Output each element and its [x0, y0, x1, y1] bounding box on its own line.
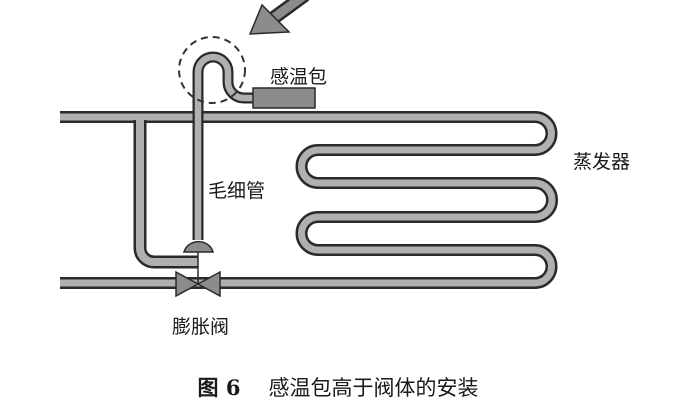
figure-caption: 图 6 感温包高于阀体的安装: [0, 372, 676, 402]
label-expansion-valve: 膨胀阀: [172, 316, 230, 338]
capillary-tube: [192, 51, 256, 240]
figure-title: 感温包高于阀体的安装: [268, 376, 479, 400]
label-evaporator: 蒸发器: [573, 151, 631, 173]
sensing-bulb: [252, 87, 316, 109]
label-sensing-bulb: 感温包: [270, 66, 328, 88]
valve-head: [183, 240, 214, 253]
expansion-valve-icon: [175, 270, 221, 298]
equalizer-pipe: [133, 120, 198, 269]
figure-number: 图 6: [197, 375, 241, 400]
label-capillary: 毛细管: [208, 180, 266, 202]
arrow-icon: [248, 0, 310, 35]
evaporator-pipe: [60, 111, 558, 289]
highlight-circle: [178, 36, 246, 104]
